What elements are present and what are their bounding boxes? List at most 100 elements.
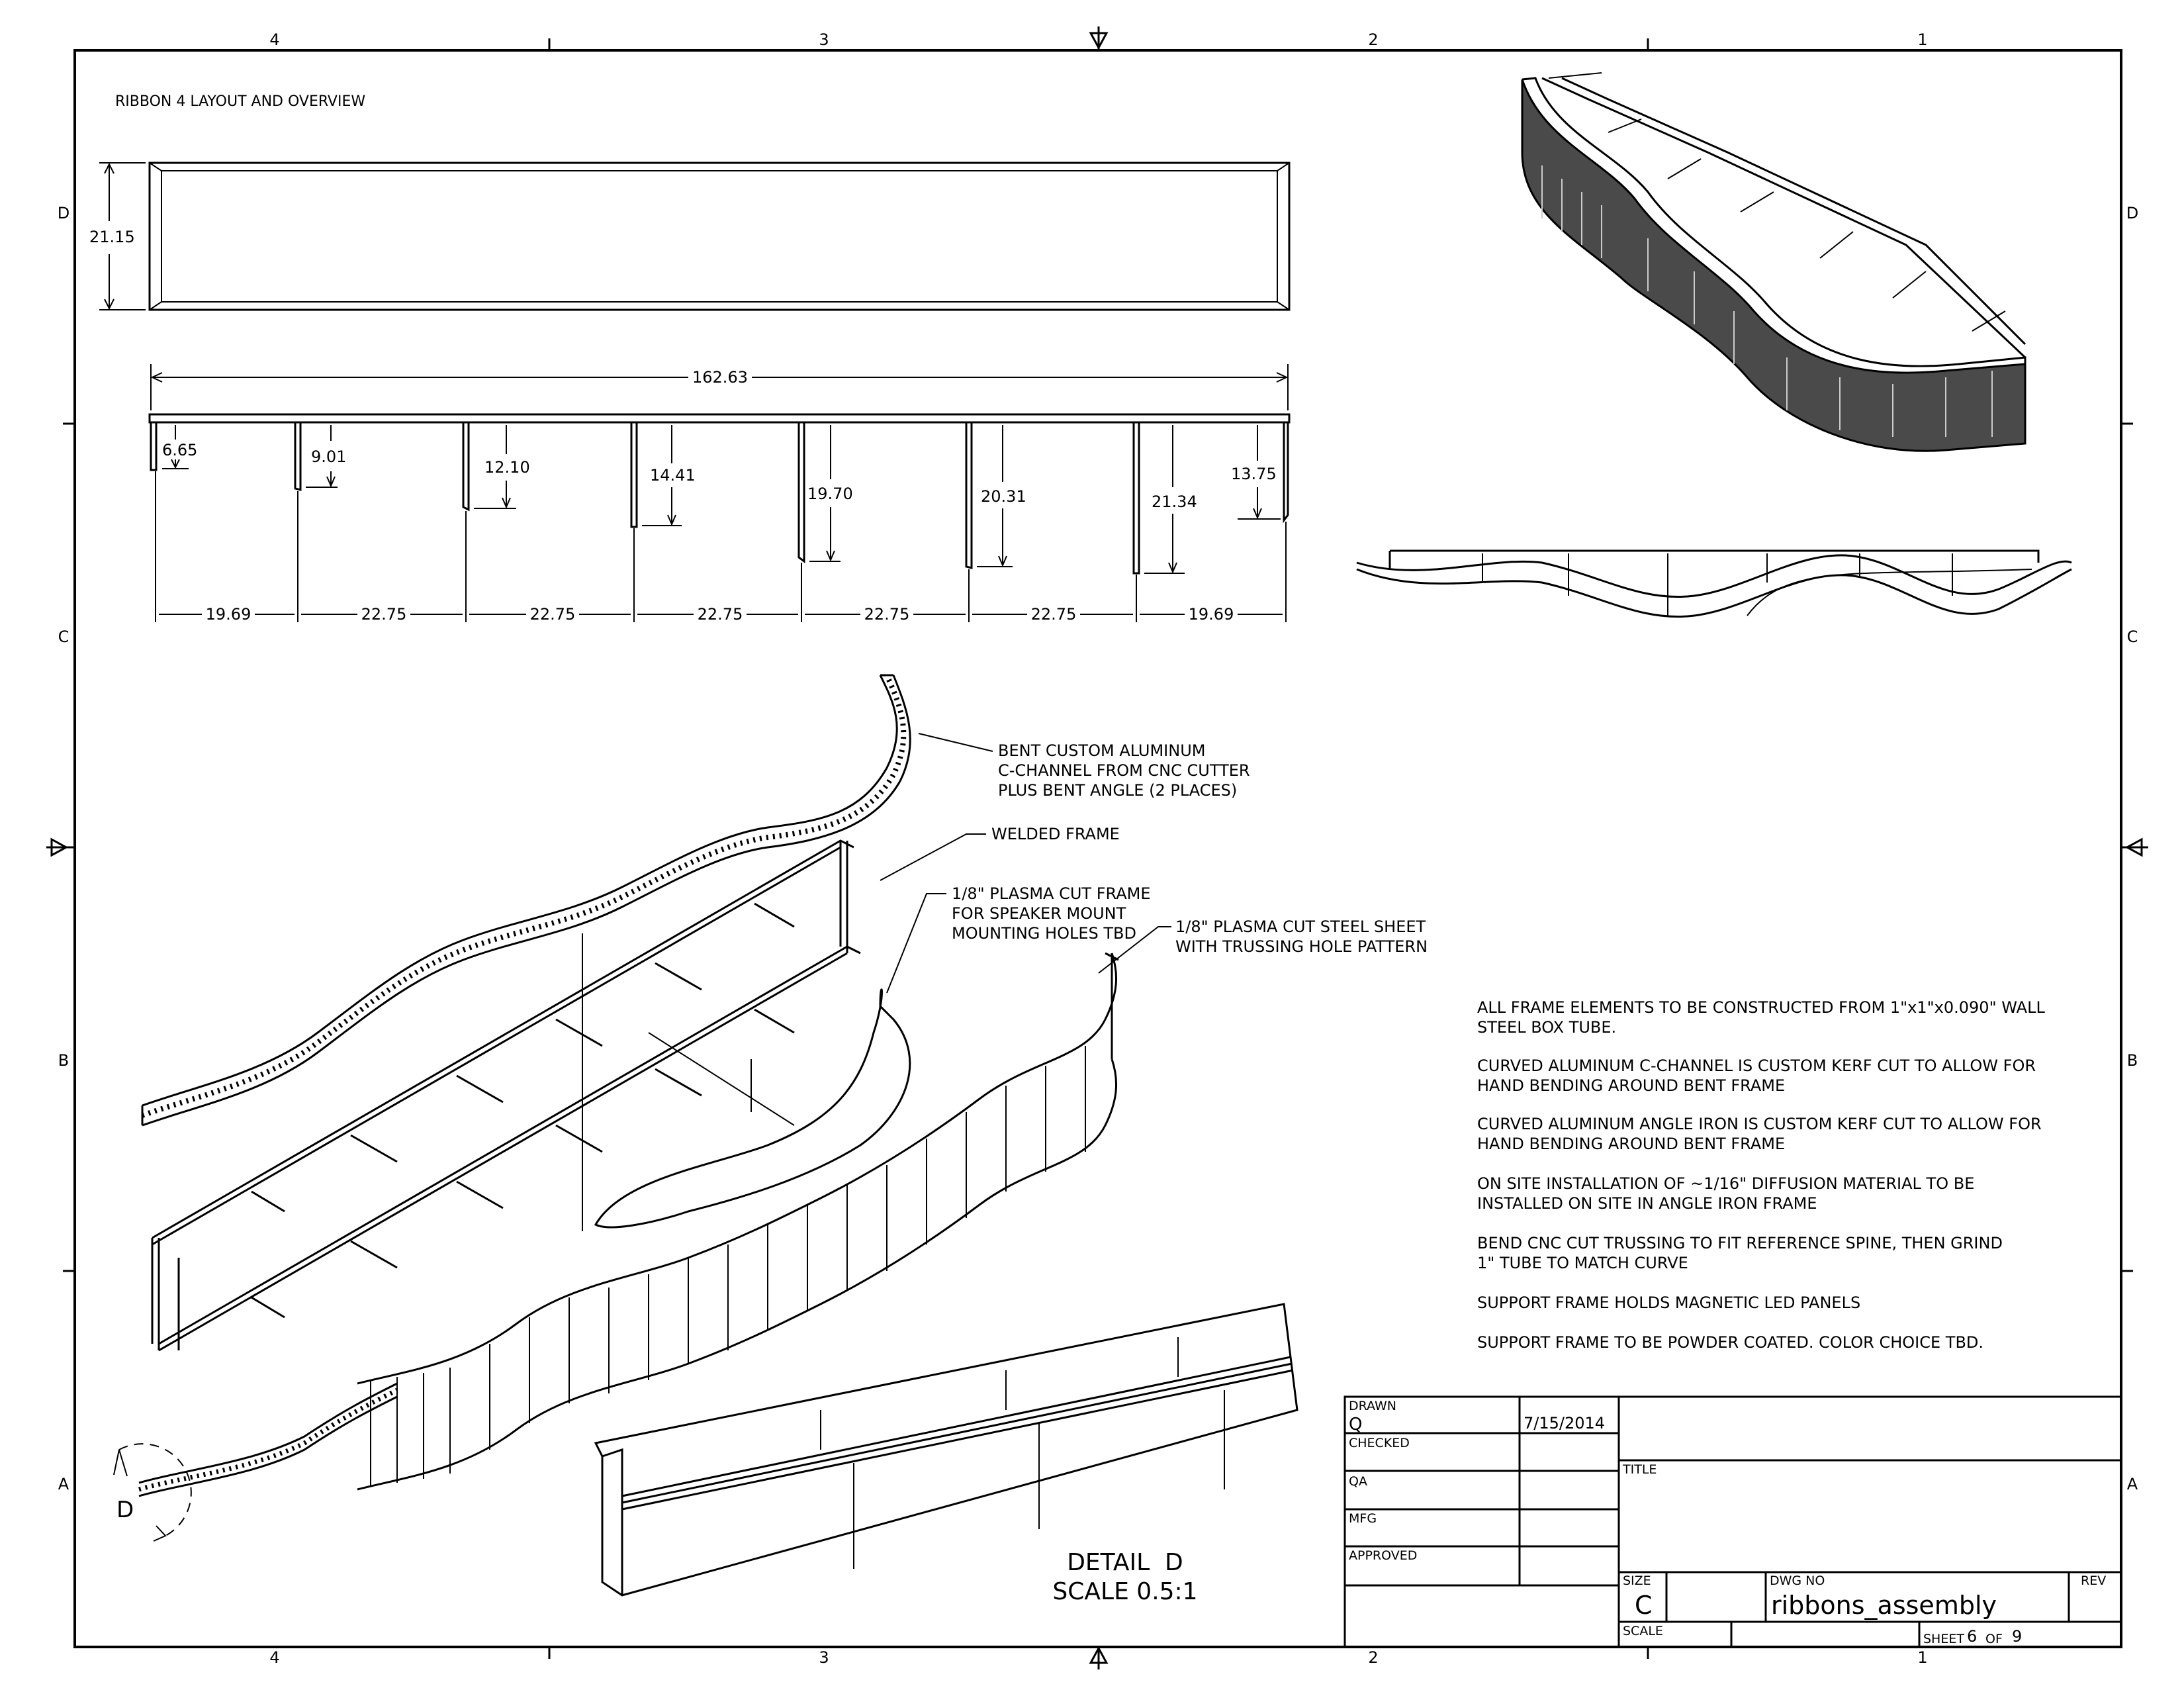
c-channel-part [141,674,911,1127]
callout-line: 1/8" PLASMA CUT FRAME [952,884,1151,903]
zone-col-label: 4 [269,30,279,49]
exploded-view: D [113,674,1119,1542]
detail-d-view [594,1303,1298,1597]
checked-label: CHECKED [1349,1436,1410,1450]
zone-row-label: B [58,1051,69,1070]
sheet-border [73,49,2122,1648]
post-height-text: 6.65 [162,441,197,459]
detail-marker [113,1443,192,1542]
spacing-dim-text: 22.75 [1031,605,1077,624]
overall-dim-text: 162.63 [692,368,748,387]
zone-row-label: B [2127,1051,2138,1070]
sheet-label: SHEET [1923,1632,1964,1646]
callout-line: PLUS BENT ANGLE (2 PLACES) [998,781,1237,800]
callout-plasma-frame: 1/8" PLASMA CUT FRAME FOR SPEAKER MOUNT … [952,884,1151,943]
qa-label: QA [1349,1474,1367,1489]
zone-col-label: 1 [1917,30,1927,49]
spacing-dim-text: 22.75 [698,605,743,624]
detail-scale: SCALE 0.5:1 [1052,1578,1197,1605]
overall-dimension [150,364,1289,410]
drawn-date-value: 7/15/2014 [1524,1414,1605,1432]
note-line: CURVED ALUMINUM ANGLE IRON IS CUSTOM KER… [1477,1115,2042,1133]
note-line: STEEL BOX TUBE. [1477,1018,1616,1037]
size-value: C [1635,1591,1653,1620]
note-line: SUPPORT FRAME TO BE POWDER COATED. COLOR… [1477,1333,1983,1352]
note-line: CURVED ALUMINUM C-CHANNEL IS CUSTOM KERF… [1477,1056,2036,1075]
spacing-dim-text: 19.69 [206,605,251,624]
post-height-text: 14.41 [650,466,696,485]
of-label: OF [1985,1632,2003,1646]
callout-line: WELDED FRAME [991,825,1120,843]
callout-line: BENT CUSTOM ALUMINUM [998,741,1206,760]
zone-row-label: A [58,1475,69,1493]
post-height-dims [162,425,1281,574]
side-view: 162.63 6.65 9.01 12.10 14.41 19 [148,364,1291,624]
spacing-dim-text: 22.75 [361,605,407,624]
post-height-text: 13.75 [1231,465,1277,483]
zone-col-label: 2 [1368,1648,1378,1667]
drawn-label: DRAWN [1349,1399,1396,1413]
title-label: TITLE [1622,1462,1657,1477]
callout-leaders [880,733,1171,994]
spacing-dim-text: 22.75 [530,605,576,624]
ribbon-posts [150,422,1289,575]
side-overview [1356,549,2072,618]
note-line: ON SITE INSTALLATION OF ~1/16" DIFFUSION… [1477,1174,1974,1193]
zone-ticks [63,38,2133,1659]
scale-label: SCALE [1623,1624,1663,1638]
callout-line: C-CHANNEL FROM CNC CUTTER [998,761,1250,780]
approved-label: APPROVED [1349,1548,1417,1563]
angle-iron-part [138,1382,398,1497]
note-line: ALL FRAME ELEMENTS TO BE CONSTRUCTED FRO… [1477,998,2045,1017]
post-height-text: 9.01 [311,447,346,466]
post-height-text: 21.34 [1152,492,1197,511]
dwg-no-value: ribbons_assembly [1771,1591,1997,1620]
note-line: HAND BENDING AROUND BENT FRAME [1477,1076,1785,1095]
sheet-total-value: 9 [2012,1627,2022,1646]
spacing-dim-text: 19.69 [1189,605,1234,624]
note-line: 1" TUBE TO MATCH CURVE [1477,1254,1688,1272]
note-line: INSTALLED ON SITE IN ANGLE IRON FRAME [1477,1194,1817,1213]
post-height-text: 20.31 [981,487,1026,506]
general-notes: ALL FRAME ELEMENTS TO BE CONSTRUCTED FRO… [1477,998,2045,1352]
callout-welded-frame: WELDED FRAME [991,825,1120,843]
zone-labels: 4 3 2 1 4 3 2 1 D C B A D C B A [58,30,2138,1667]
centering-marks [46,26,2148,1669]
callout-line: MOUNTING HOLES TBD [952,924,1136,943]
zone-col-label: 1 [1917,1648,1927,1667]
zone-col-label: 4 [269,1648,279,1667]
note-line: BEND CNC CUT TRUSSING TO FIT REFERENCE S… [1477,1234,2003,1252]
callout-line: 1/8" PLASMA CUT STEEL SHEET [1175,917,1426,936]
welded-frame-part [151,839,861,1352]
iso-overview [1521,72,2026,452]
spacing-text: 19.69 22.75 22.75 22.75 22.75 22.75 19.6… [202,604,1238,624]
steel-sheet-part [357,952,1119,1491]
spacing-dim-text: 22.75 [864,605,910,624]
note-line: HAND BENDING AROUND BENT FRAME [1477,1135,1785,1153]
drawn-by-value: Q [1349,1415,1362,1434]
callout-c-channel: BENT CUSTOM ALUMINUM C-CHANNEL FROM CNC … [998,741,1250,800]
zone-row-label: D [58,204,69,222]
plasma-frame-part [594,988,911,1229]
height-dim-text: 21.15 [89,228,135,246]
zone-col-label: 3 [819,30,829,49]
title-block: DRAWN Q 7/15/2014 CHECKED QA MFG APPROVE… [1343,1395,2122,1648]
zone-row-label: C [58,628,69,646]
zone-row-label: C [2127,628,2138,646]
post-height-text: 19.70 [807,485,853,503]
top-view: 21.15 [89,162,1291,311]
callout-line: WITH TRUSSING HOLE PATTERN [1175,937,1428,956]
rev-label: REV [2081,1573,2106,1588]
zone-col-label: 2 [1368,30,1378,49]
height-dimension [99,162,146,310]
detail-title: DETAIL D [1067,1549,1183,1576]
dwg-no-label: DWG NO [1770,1573,1825,1588]
note-line: SUPPORT FRAME HOLDS MAGNETIC LED PANELS [1477,1293,1860,1312]
zone-col-label: 3 [819,1648,829,1667]
size-label: SIZE [1623,1573,1651,1588]
zone-row-label: D [2126,204,2138,222]
callout-steel-sheet: 1/8" PLASMA CUT STEEL SHEET WITH TRUSSIN… [1175,917,1428,956]
sheet-no-value: 6 [1967,1627,1977,1646]
post-height-text: 12.10 [484,458,530,477]
